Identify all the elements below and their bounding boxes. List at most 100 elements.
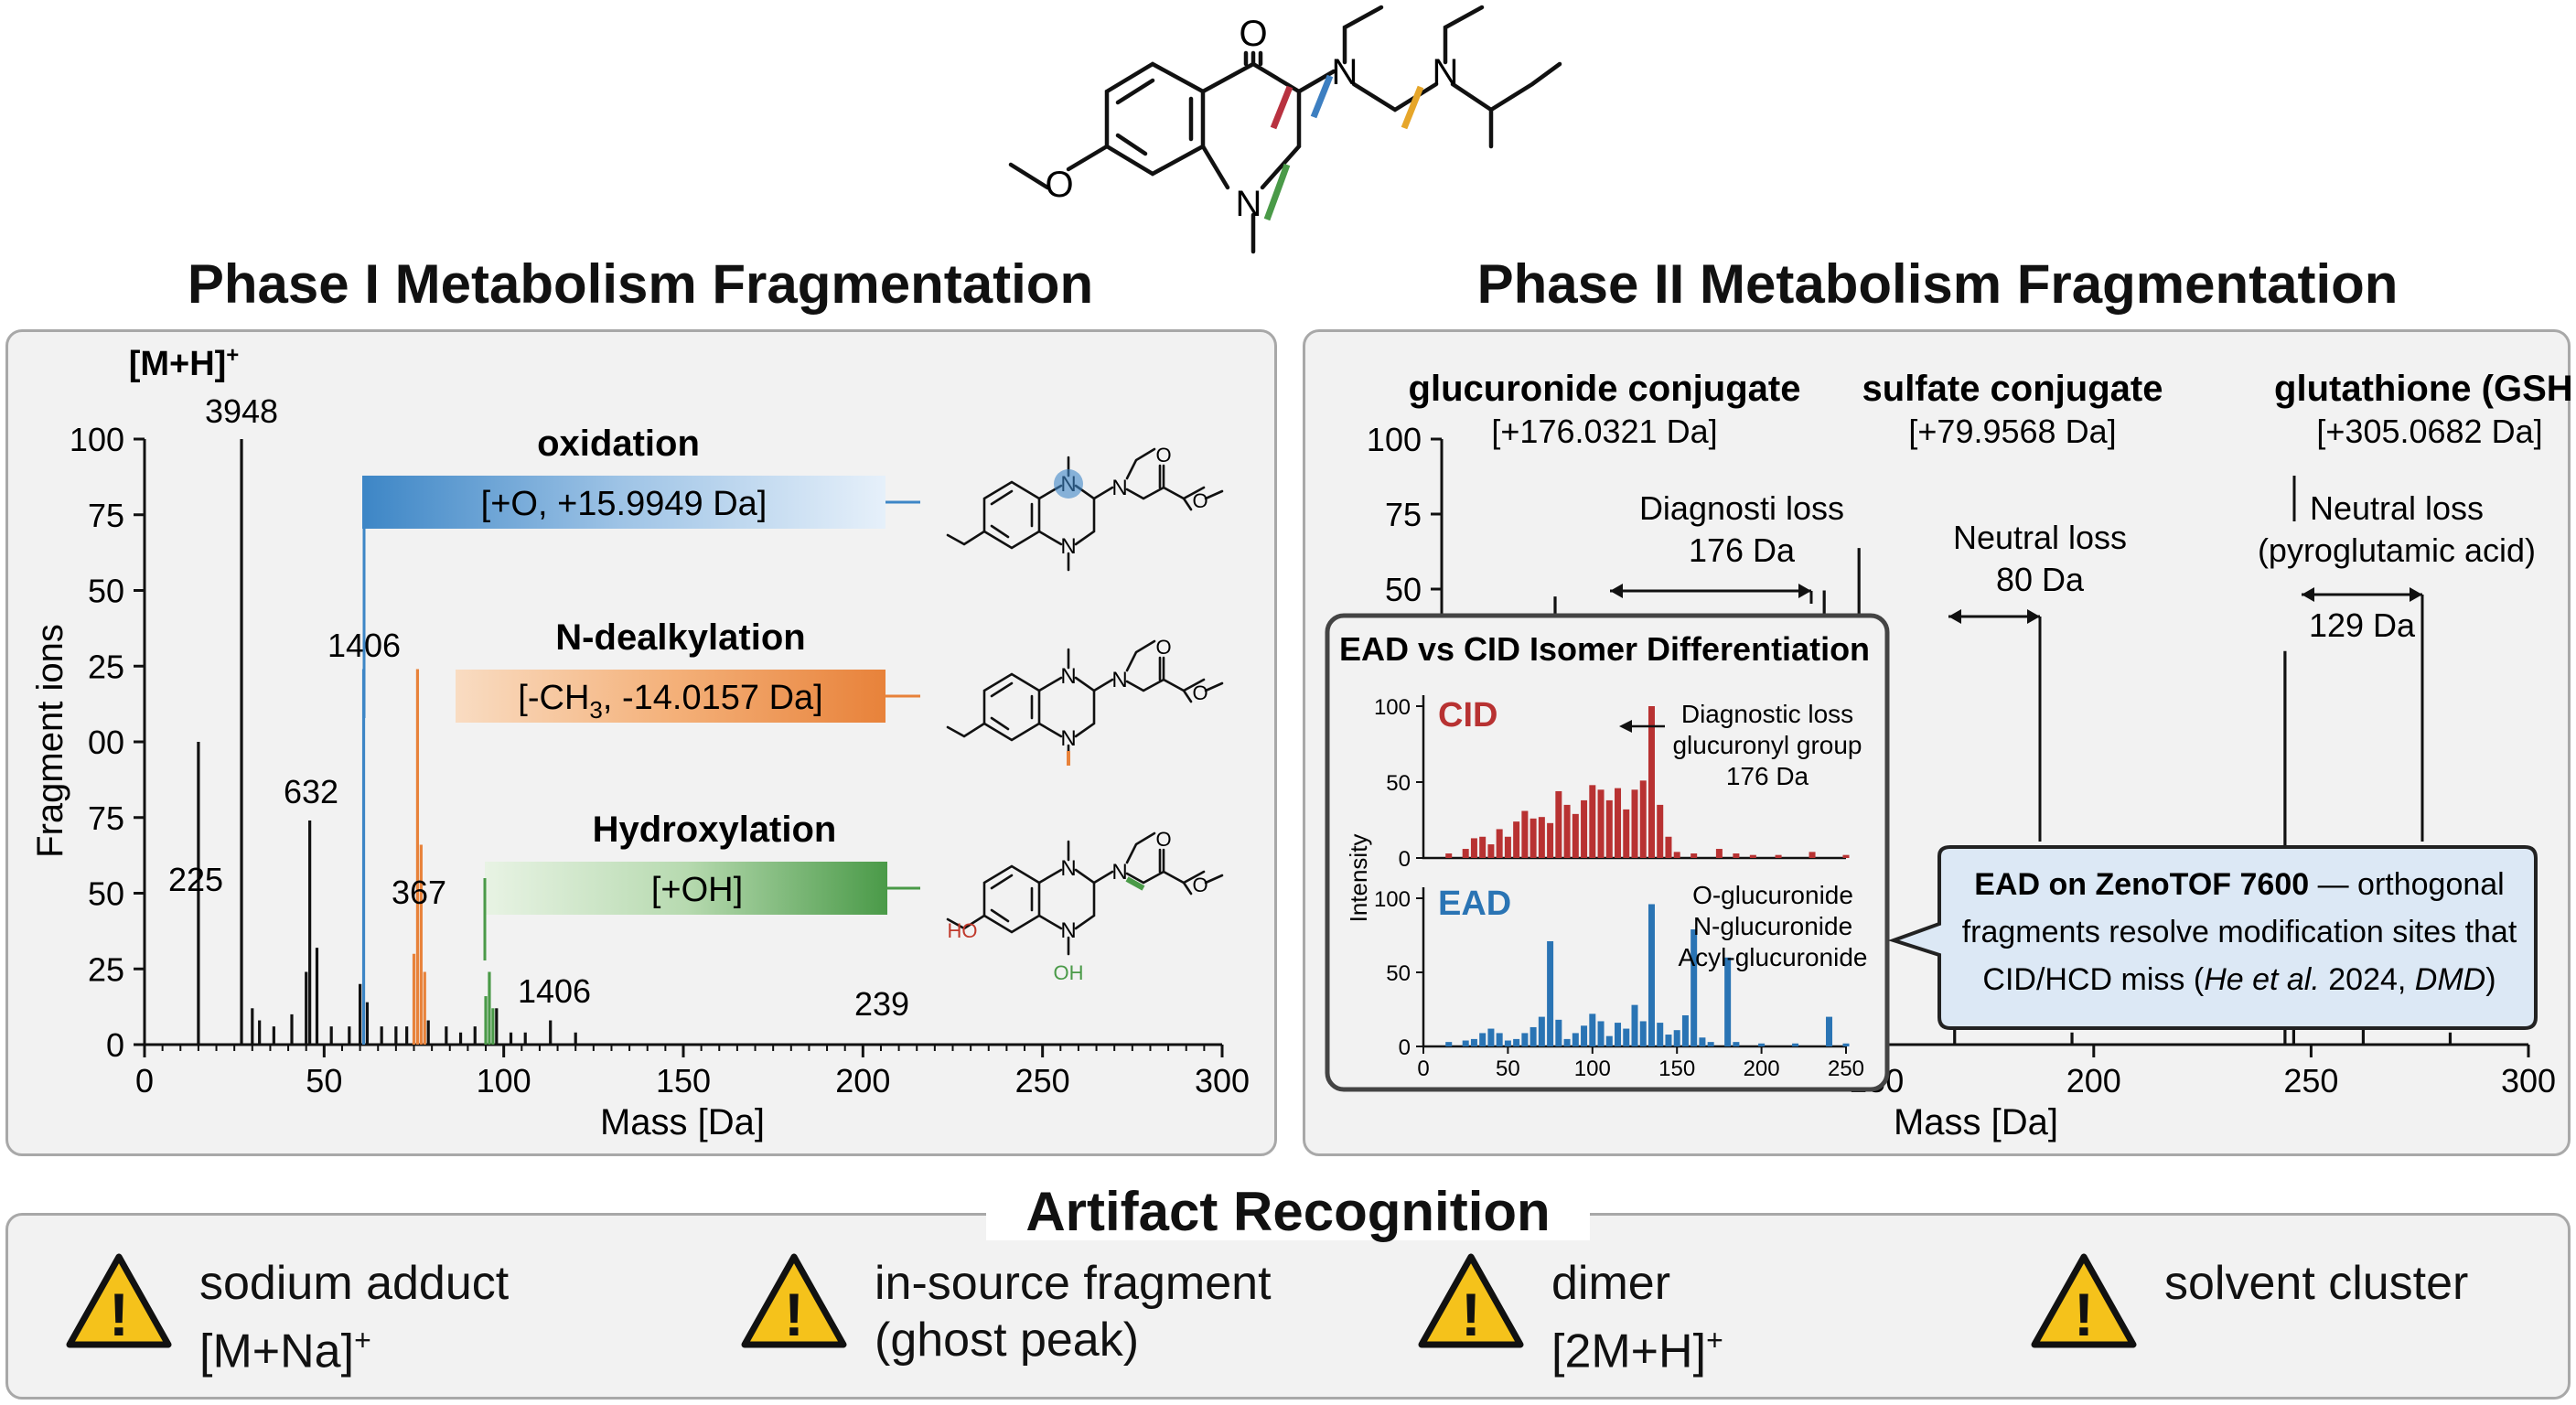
inset-bar — [1496, 1033, 1503, 1046]
artifact-formula: [2M+H]+ — [1551, 1324, 1723, 1378]
inset-bar — [1487, 844, 1495, 858]
glucuronide-delta: [+176.0321 Da] — [1491, 413, 1717, 450]
gsh-loss-line1: Neutral loss — [2310, 489, 2484, 527]
phase2-x-tick-label: 200 — [2066, 1062, 2121, 1099]
sulfate-loss-line1: Neutral loss — [1953, 519, 2127, 556]
dealkylation-bar — [456, 670, 886, 723]
hydroxylation-connector — [483, 878, 920, 960]
phase1-x-tick-label: 300 — [1195, 1062, 1250, 1099]
mol-oh-label: OH — [1054, 961, 1084, 984]
artifact-title-backdrop — [986, 1180, 1590, 1240]
inset-y-axis-label: Intensity — [1345, 834, 1372, 923]
inset-bar — [1597, 789, 1605, 858]
mol-n-bottom: N — [1060, 726, 1076, 751]
artifact-text: sodium adduct[M+Na]+ — [199, 1255, 509, 1379]
inset-bar — [1462, 849, 1469, 858]
phase1-title: Phase I Metabolism Fragmentation — [187, 253, 1094, 315]
phase2-title: Phase II Metabolism Fragmentation — [1476, 253, 2399, 315]
artifact-name: in-source fragment — [875, 1257, 1272, 1310]
callout-line2: fragments resolve modification sites tha… — [1962, 915, 2517, 949]
inset-bar — [1470, 1038, 1477, 1046]
peak-label-3948: 3948 — [205, 392, 278, 430]
inset-bar — [1547, 822, 1554, 858]
inset-bar — [1733, 1042, 1740, 1046]
inset-bar — [1504, 1040, 1511, 1046]
ead-annotation-2: N-glucuronide — [1693, 912, 1852, 940]
hydroxylation-label: Hydroxylation — [593, 810, 837, 850]
callout-text: EAD on ZenoTOF 7600 — orthogonal fragmen… — [1962, 867, 2517, 997]
oxidation-connector — [362, 500, 920, 718]
inset-y-tick-label: 100 — [1374, 887, 1411, 912]
inset-bar — [1504, 836, 1511, 858]
inset-bar — [1487, 1028, 1495, 1046]
inset-bar — [1665, 836, 1672, 858]
inset-bar — [1842, 854, 1850, 858]
ead-cid-inset: EAD vs CID Isomer Differentiation Intens… — [1325, 613, 1890, 1092]
amine-n2-label: N — [1433, 52, 1459, 92]
oxidation-detail: [+O, +15.9949 Da] — [481, 485, 767, 523]
sulfate-label: sulfate conjugate — [1862, 369, 2163, 409]
inset-x-tick-label: 50 — [1496, 1056, 1520, 1081]
methoxy-oxygen-label: O — [1045, 165, 1073, 205]
inset-bar — [1749, 854, 1756, 858]
inset-y-tick-label: 100 — [1374, 695, 1411, 720]
phase1-x-axis-label: Mass [Da] — [600, 1102, 765, 1142]
inset-x-tick-label: 100 — [1574, 1056, 1611, 1081]
inset-bar — [1665, 1035, 1672, 1046]
callout-text1: — orthogonal — [2309, 867, 2505, 902]
inset-bar — [1530, 1026, 1537, 1046]
phase1-x-tick-label: 250 — [1015, 1062, 1070, 1099]
inset-bar — [1496, 829, 1503, 858]
phase1-y-tick-label: 25 — [88, 950, 124, 988]
mol-o-ester: O — [1192, 681, 1208, 704]
glucuronide-label: glucuronide conjugate — [1409, 369, 1801, 409]
phase2-y-tick-label: 100 — [1367, 421, 1422, 458]
inset-x-tick-label: 250 — [1828, 1056, 1864, 1081]
phase1-y-tick-label: 0 — [106, 1026, 124, 1064]
inset-bar — [1555, 790, 1562, 858]
inset-bar — [1589, 785, 1596, 858]
artifact-item: ! sodium adduct[M+Na]+ — [64, 1251, 509, 1379]
warning-icon: ! — [66, 1253, 172, 1348]
phase1-y-tick-label: 100 — [70, 421, 124, 458]
callout-box — [1887, 845, 2538, 1030]
inset-bar — [1648, 904, 1655, 1046]
mol-n-side: N — [1111, 668, 1127, 692]
phase1-x-tick-label: 150 — [656, 1062, 711, 1099]
artifact-name: solvent cluster — [2164, 1257, 2469, 1310]
inset-bar — [1563, 1038, 1571, 1046]
hydroxylation-site-highlight — [1125, 876, 1145, 891]
inset-bar — [1521, 1033, 1529, 1046]
inset-bar — [1792, 1043, 1799, 1046]
mol-n-bottom: N — [1060, 918, 1076, 943]
phase1-y-tick-label: 50 — [88, 875, 124, 913]
mol-n-bottom: N — [1060, 534, 1076, 559]
svg-text:!: ! — [109, 1281, 129, 1348]
mol-o-carbonyl: O — [1155, 828, 1171, 851]
inset-bar — [1631, 1004, 1638, 1046]
mol-o-ester: O — [1192, 874, 1208, 896]
inset-y-tick-label: 50 — [1386, 961, 1411, 986]
inset-bar — [1639, 780, 1647, 858]
inset-bar — [1462, 1040, 1469, 1046]
inset-bar — [1479, 836, 1487, 858]
artifact-text: solvent cluster — [2164, 1255, 2468, 1312]
mol-n-side: N — [1111, 860, 1127, 885]
mol-n-top: N — [1060, 856, 1076, 881]
mol-o-carbonyl: O — [1155, 444, 1171, 467]
artifact-name: dimer — [1551, 1257, 1671, 1310]
mol-n-side: N — [1111, 476, 1127, 500]
sulfate-delta: [+79.9568 Da] — [1908, 413, 2116, 450]
inset-bar — [1775, 854, 1782, 858]
inset-bar — [1707, 1042, 1714, 1046]
inset-x-tick-label: 200 — [1744, 1056, 1780, 1081]
inset-bar — [1715, 849, 1723, 858]
phase1-y-tick-label: 75 — [88, 799, 124, 837]
artifact-text: dimer [2M+H]+ — [1551, 1255, 1723, 1379]
inset-bar — [1521, 810, 1529, 858]
phase2-x-tick-label: 300 — [2501, 1062, 2556, 1099]
cid-annotation-1: Diagnostic loss — [1681, 700, 1853, 728]
svg-text:EAD on ZenoTOF 7600 — orthogon: EAD on ZenoTOF 7600 — orthogonal — [1974, 867, 2504, 902]
